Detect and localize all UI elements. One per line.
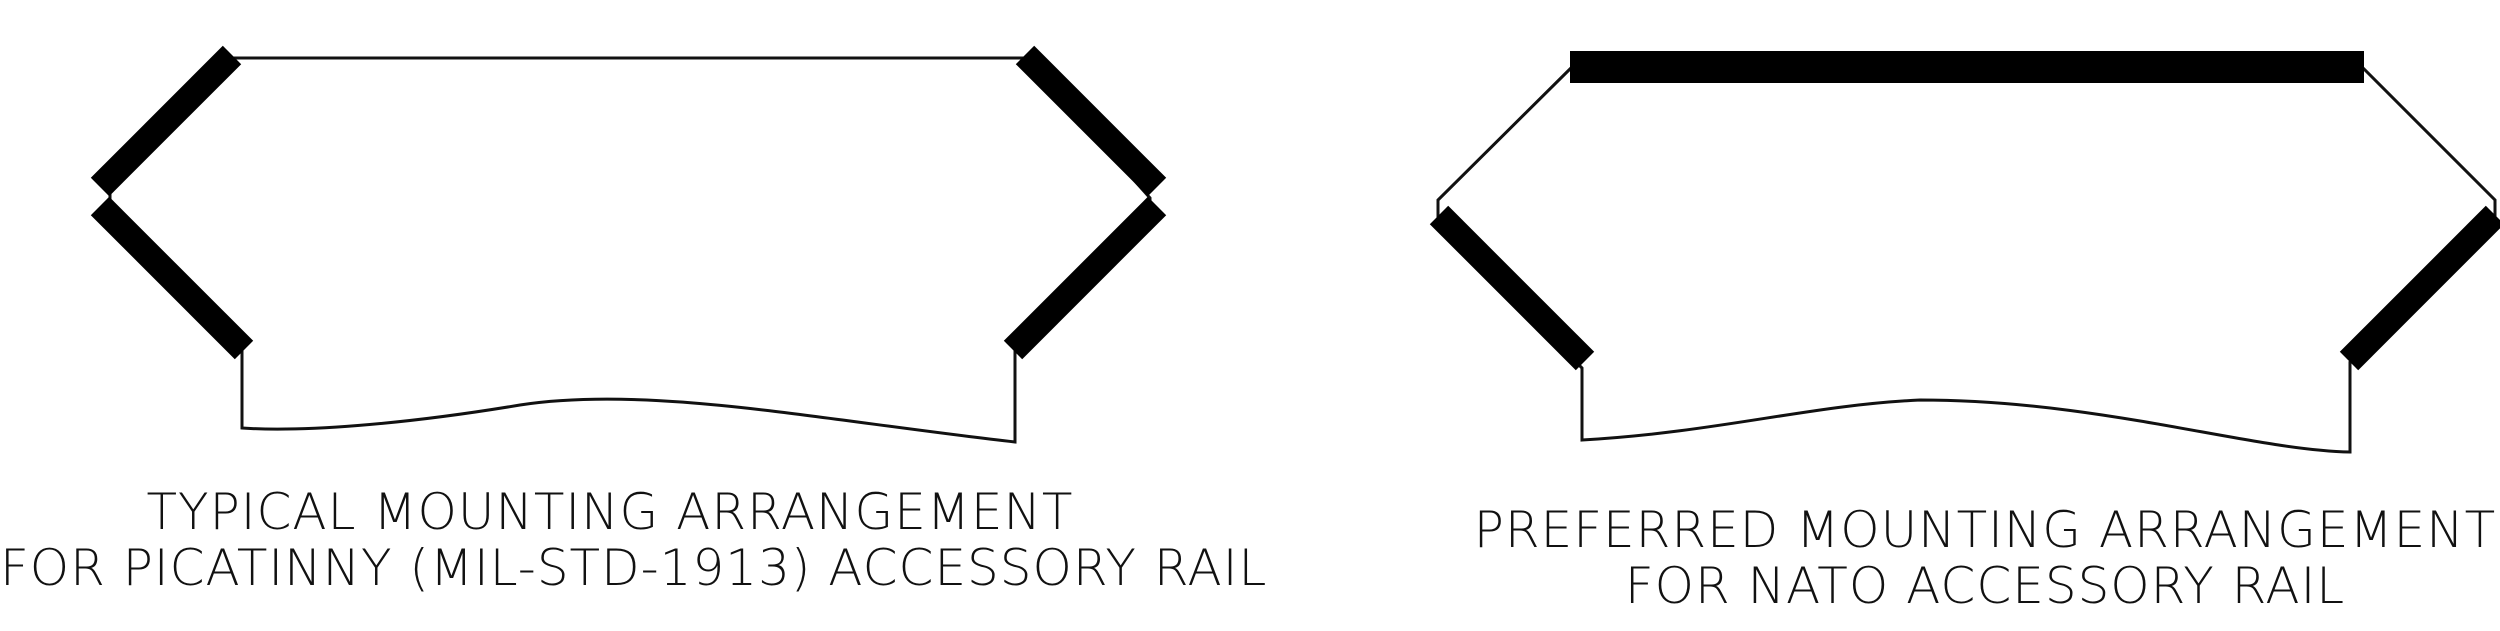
nato-rail-top — [1570, 51, 2364, 83]
picatinny-rail-top-right — [1015, 45, 1167, 197]
picatinny-rail-bottom-left — [90, 196, 254, 360]
picatinny-rail-bottom-right — [1003, 196, 1167, 360]
nato-rail-left — [1429, 205, 1595, 371]
nato-housing-outline — [1436, 65, 2497, 454]
picatinny-caption-line-2: FOR PICATINNY (MIL-STD-1913) ACCESSORY R… — [0, 539, 1268, 597]
picatinny-mounting-diagram — [90, 45, 1167, 444]
nato-rail-right — [2339, 205, 2500, 371]
nato-mounting-diagram — [1429, 51, 2500, 454]
nato-caption-line-1: PREFERRED MOUNTING ARRANGEMENT — [1473, 501, 2497, 559]
picatinny-caption: TYPICAL MOUNTING ARRANGEMENT FOR PICATIN… — [0, 483, 1268, 597]
nato-caption: PREFERRED MOUNTING ARRANGEMENT FOR NATO … — [1470, 502, 2500, 614]
picatinny-caption-line-1: TYPICAL MOUNTING ARRANGEMENT — [146, 483, 1074, 541]
picatinny-housing-outline — [108, 56, 1152, 444]
picatinny-rail-top-left — [90, 45, 242, 197]
nato-caption-line-2: FOR NATO ACCESSORY RAIL — [1624, 557, 2346, 615]
